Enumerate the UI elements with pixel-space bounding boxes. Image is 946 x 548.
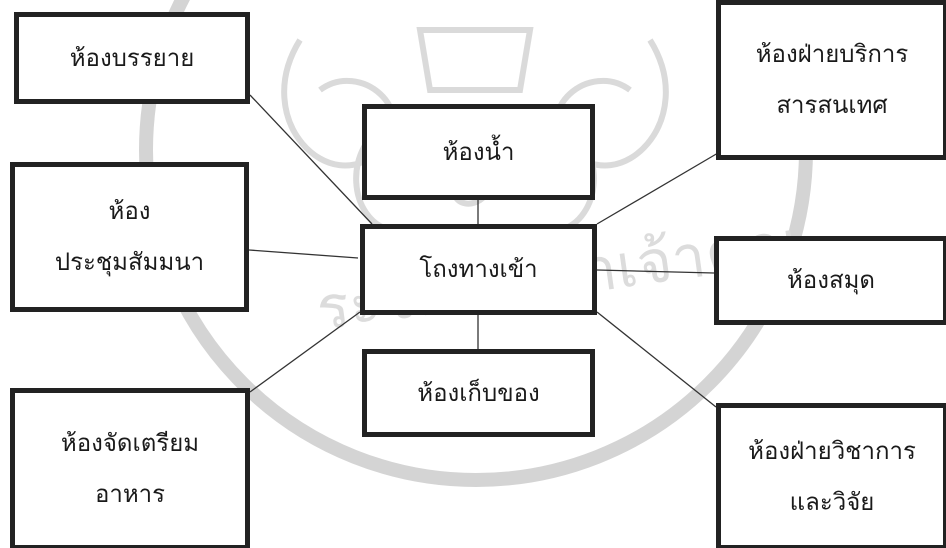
node-seminar-room: ห้อง ประชุมสัมมนา xyxy=(10,162,249,312)
node-seminar-label-1: ห้อง xyxy=(109,197,151,226)
node-info-service-room: ห้องฝ่ายบริการ สารสนเทศ xyxy=(716,0,946,160)
node-academic-room: ห้องฝ่ายวิชาการ และวิจัย xyxy=(716,403,946,548)
node-food-prep-label-1: ห้องจัดเตรียม xyxy=(61,429,199,458)
node-storage-label: ห้องเก็บของ xyxy=(417,379,539,408)
node-seminar-label-2: ประชุมสัมมนา xyxy=(55,248,204,277)
connector-academic xyxy=(597,312,716,407)
node-library-label: ห้องสมุด xyxy=(787,266,875,295)
node-entrance-hall-label: โถงทางเข้า xyxy=(419,255,537,284)
node-info-service-label-2: สารสนเทศ xyxy=(776,91,887,120)
connector-library xyxy=(597,270,714,273)
node-restroom: ห้องน้ำ xyxy=(362,104,595,200)
node-food-prep-room: ห้องจัดเตรียม อาหาร xyxy=(10,388,250,548)
node-academic-label-1: ห้องฝ่ายวิชาการ xyxy=(748,437,916,466)
node-library: ห้องสมุด xyxy=(714,236,946,325)
node-info-service-label-1: ห้องฝ่ายบริการ xyxy=(756,40,909,69)
node-lecture-room: ห้องบรรยาย xyxy=(14,12,250,104)
node-entrance-hall: โถงทางเข้า xyxy=(360,224,597,315)
connector-food-prep xyxy=(250,312,360,392)
node-lecture-room-label: ห้องบรรยาย xyxy=(70,44,195,73)
connector-lecture xyxy=(250,95,372,224)
connector-seminar xyxy=(249,250,358,258)
node-academic-label-2: และวิจัย xyxy=(790,488,875,517)
connector-info-service xyxy=(597,153,718,224)
node-food-prep-label-2: อาหาร xyxy=(95,480,165,509)
node-restroom-label: ห้องน้ำ xyxy=(443,138,515,167)
node-storage-room: ห้องเก็บของ xyxy=(362,349,595,437)
